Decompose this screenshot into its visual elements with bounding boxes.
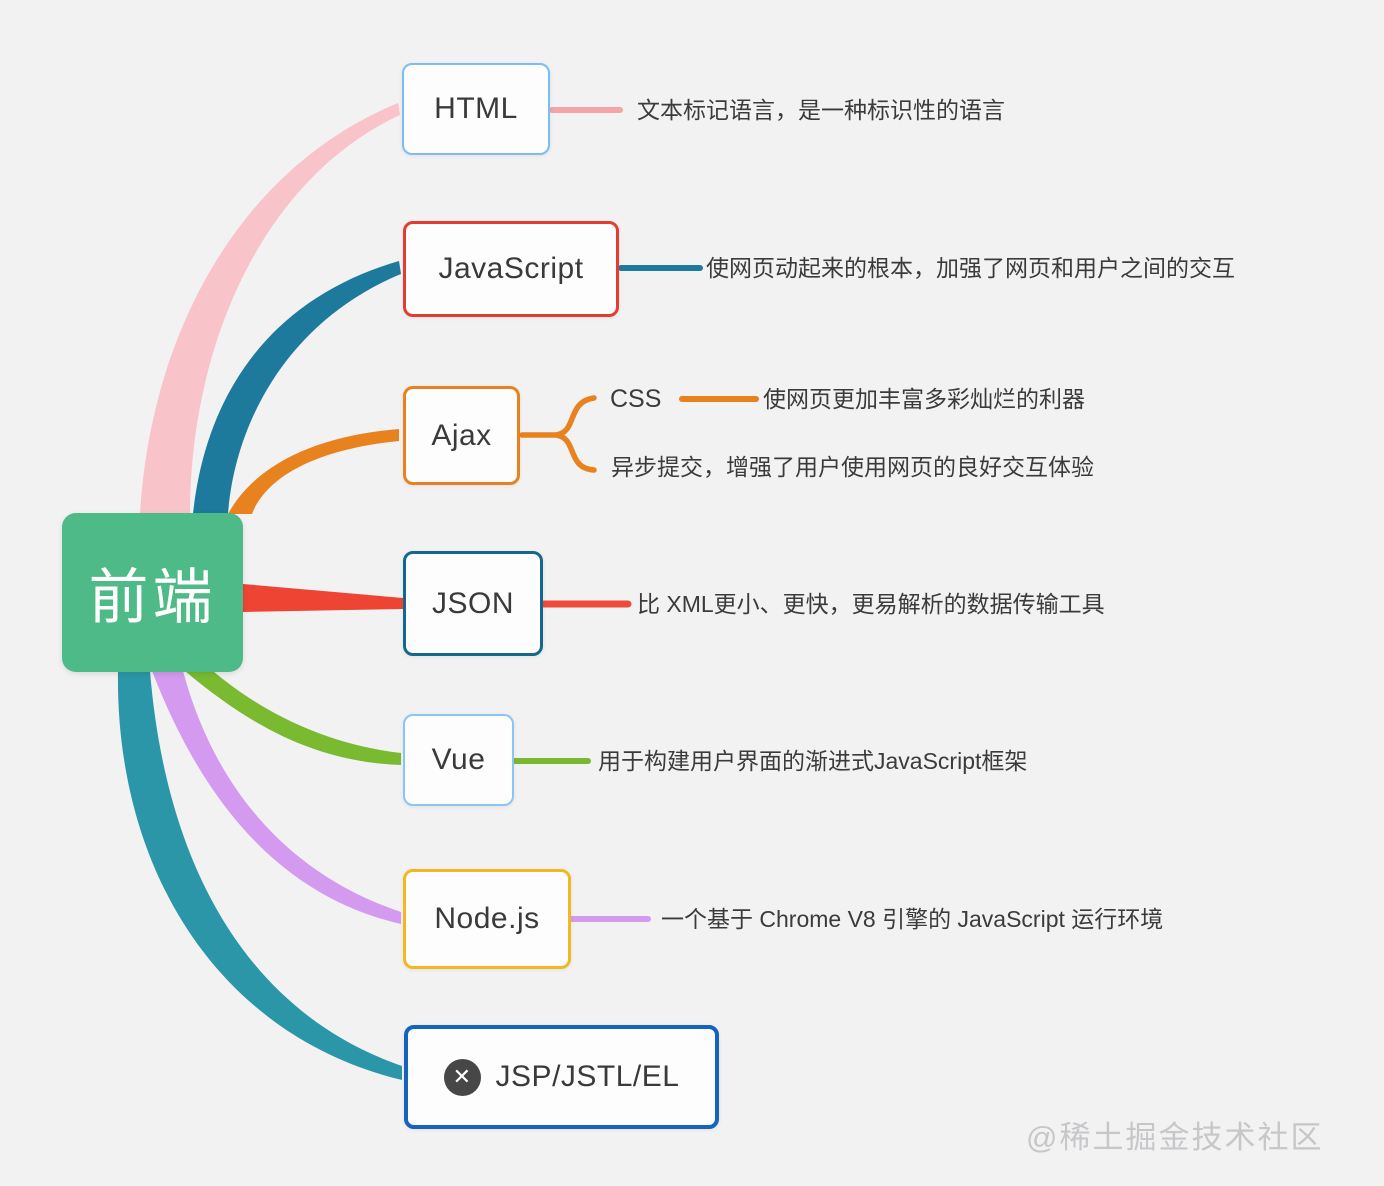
desc-ajax-async: 异步提交，增强了用户使用网页的良好交互体验 (611, 454, 1094, 480)
branch-curve-json (243, 584, 403, 612)
branch-curve-ajax (228, 429, 399, 514)
node-ajax-label: Ajax (431, 418, 492, 452)
node-html[interactable]: HTML (402, 63, 550, 155)
node-nodejs-label: Node.js (434, 902, 540, 935)
desc-html: 文本标记语言，是一种标识性的语言 (637, 97, 1005, 123)
desc-json: 比 XML更小、更快，更易解析的数据传输工具 (637, 591, 1105, 617)
node-nodejs[interactable]: Node.js (403, 869, 571, 969)
node-jsp[interactable]: ✕ JSP/JSTL/EL (404, 1025, 719, 1129)
desc-css: 使网页更加丰富多彩灿烂的利器 (763, 386, 1085, 412)
node-javascript-label: JavaScript (438, 252, 584, 285)
desc-vue: 用于构建用户界面的渐进式JavaScript框架 (598, 748, 1028, 774)
branch-curve-vue (185, 671, 401, 765)
branch-curve-nodejs (152, 671, 401, 924)
branch-curve-javascript (193, 261, 401, 514)
node-json-label: JSON (431, 586, 514, 620)
node-javascript[interactable]: JavaScript (403, 221, 619, 317)
desc-javascript: 使网页动起来的根本，加强了网页和用户之间的交互 (706, 255, 1235, 281)
node-json[interactable]: JSON (403, 551, 543, 656)
root-node-frontend[interactable]: 前端 (62, 513, 243, 672)
node-jsp-label: JSP/JSTL/EL (495, 1060, 680, 1093)
watermark: @稀土掘金技术社区 (1026, 1120, 1324, 1155)
node-vue-label: Vue (431, 743, 486, 776)
x-circle-icon: ✕ (443, 1058, 481, 1096)
node-ajax[interactable]: Ajax (403, 386, 520, 485)
subnode-css-label[interactable]: CSS (610, 385, 662, 413)
desc-nodejs: 一个基于 Chrome V8 引擎的 JavaScript 运行环境 (661, 906, 1164, 932)
connector-ajax-fork (519, 395, 597, 473)
branch-curve-jsp (117, 671, 402, 1080)
node-html-label: HTML (434, 92, 518, 125)
node-vue[interactable]: Vue (403, 714, 514, 806)
branch-curve-html (140, 103, 400, 514)
